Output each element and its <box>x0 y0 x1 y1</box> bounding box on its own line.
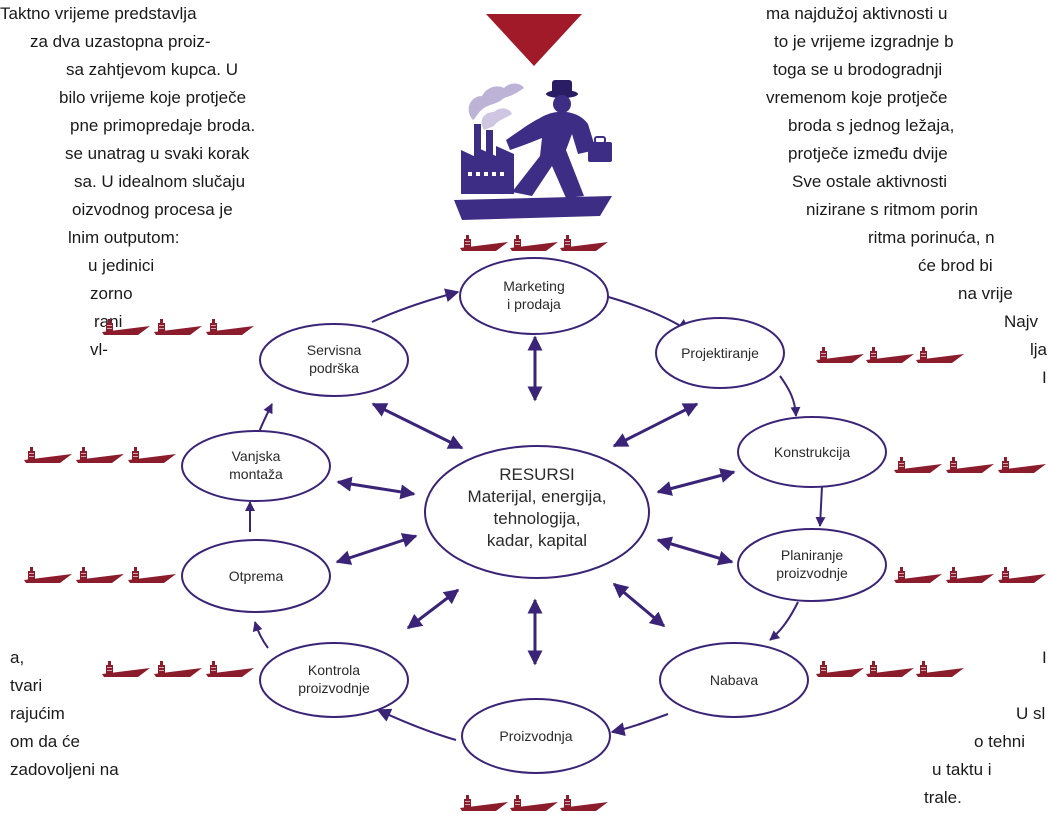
node-resursi-line-3: kadar, kapital <box>487 531 587 550</box>
node-vanjska-line-2: montaža <box>229 466 283 482</box>
node-projektiranje: Projektiranje <box>655 317 785 389</box>
right-text-line-16: U sl <box>1016 704 1046 723</box>
ship-row-top <box>460 235 608 251</box>
right-text-line-2: to je vrijeme izgradnje b <box>774 32 954 51</box>
ship-row-planiranje <box>894 567 1046 583</box>
node-planiranje-line-1: Planiranje <box>781 547 843 563</box>
node-resursi-line-2: tehnologija, <box>494 509 581 528</box>
right-text-line-7: Sve ostale aktivnosti <box>792 172 947 191</box>
node-marketing-line-1: Marketing <box>503 278 564 294</box>
ship-row-otprema <box>24 567 176 583</box>
left-text-line-7: sa. U idealnom slučaju <box>74 172 246 191</box>
node-marketing-line-2: i prodaja <box>507 296 561 312</box>
ship-row-projektiranje <box>816 347 964 363</box>
right-text-line-6: protječe između dvije <box>788 144 948 163</box>
node-vanjska: Vanjska montaža <box>181 430 331 502</box>
left-text-line-10: u jedinici <box>88 256 155 275</box>
left-text-line-15: tvari <box>10 676 43 695</box>
right-text-line-4: vremenom koje protječe <box>766 88 948 107</box>
right-text-line-12: Najv <box>1004 312 1039 331</box>
right-text-line-13: lja <box>1030 340 1048 359</box>
ship-row-konstrukcija <box>894 457 1046 473</box>
node-nabava-label: Nabava <box>710 672 758 688</box>
right-text-line-10: će brod bi <box>918 256 993 275</box>
ship-row-servisna <box>102 319 254 335</box>
left-text-line-6: se unatrag u svaki korak <box>65 144 250 163</box>
node-projektiranje-label: Projektiranje <box>681 345 759 361</box>
left-text-line-16: rajućim <box>10 704 65 723</box>
right-text-line-17: o tehni <box>974 732 1026 751</box>
node-kontrola-line-1: Kontrola <box>308 662 360 678</box>
ship-row-kontrola <box>102 661 254 677</box>
node-resursi-title: RESURSI <box>499 465 575 484</box>
node-otprema: Otprema <box>181 539 331 613</box>
left-text-line-13: vl- <box>90 340 108 359</box>
right-text-line-8: nizirane s ritmom porin <box>806 200 978 219</box>
left-text-line-9: lnim outputom: <box>68 228 180 247</box>
node-konstrukcija-label: Konstrukcija <box>774 444 850 460</box>
right-text-line-3: toga se u brodogradnji <box>773 60 943 79</box>
right-text-line-11: na vrije <box>958 284 1013 303</box>
node-proizvodnja-label: Proizvodnja <box>499 728 572 744</box>
left-text-line-8: oizvodnog procesa je <box>72 200 233 219</box>
node-resursi: RESURSI Materijal, energija, tehnologija… <box>424 445 650 579</box>
node-servisna-line-1: Servisna <box>307 342 362 358</box>
right-text-line-14: I <box>1042 368 1047 387</box>
left-text-line-1: Taktno vrijeme predstavlja <box>0 4 197 23</box>
right-text-line-5: broda s jednog ležaja, <box>788 116 955 135</box>
left-text-line-17: om da će <box>10 732 80 751</box>
node-marketing: Marketing i prodaja <box>459 257 609 335</box>
resource-spokes <box>335 335 736 666</box>
left-text-line-5: pne primopredaje broda. <box>70 116 256 135</box>
left-text-line-3: sa zahtjevom kupca. U <box>66 60 238 79</box>
cycle-arrows <box>245 288 826 741</box>
left-text-line-4: bilo vrijeme koje protječe <box>59 88 247 107</box>
left-text-line-14: a, <box>10 648 25 667</box>
node-nabava: Nabava <box>659 642 809 718</box>
node-konstrukcija: Konstrukcija <box>737 416 887 488</box>
node-servisna: Servisna podrška <box>259 323 409 397</box>
right-text-line-9: ritma porinuća, n <box>868 228 995 247</box>
left-text-line-18: zadovoljeni na <box>10 760 119 779</box>
node-planiranje: Planiranje proizvodnje <box>737 528 887 602</box>
node-otprema-label: Otprema <box>229 568 284 584</box>
triangle-marker-icon <box>486 14 582 66</box>
right-text-line-19: trale. <box>924 788 962 807</box>
node-resursi-line-1: Materijal, energija, <box>468 487 607 506</box>
node-planiranje-line-2: proizvodnje <box>776 565 848 581</box>
node-kontrola-line-2: proizvodnje <box>298 680 370 696</box>
node-servisna-line-2: podrška <box>309 360 359 376</box>
ship-row-vanjska <box>24 447 176 463</box>
left-text-line-2: za dva uzastopna proiz- <box>30 32 211 51</box>
left-text-line-11: zorno <box>90 284 133 303</box>
node-proizvodnja: Proizvodnja <box>461 698 611 774</box>
right-text-line-18: u taktu i <box>932 760 992 779</box>
right-text-line-15: I <box>1042 648 1047 667</box>
right-text-line-1: ma najdužoj aktivnosti u <box>766 4 948 23</box>
ship-row-nabava <box>816 661 964 677</box>
node-vanjska-line-1: Vanjska <box>232 448 281 464</box>
node-kontrola: Kontrola proizvodnje <box>259 642 409 718</box>
factory-businessman-icon <box>454 80 612 220</box>
ship-row-bottom <box>460 795 608 811</box>
